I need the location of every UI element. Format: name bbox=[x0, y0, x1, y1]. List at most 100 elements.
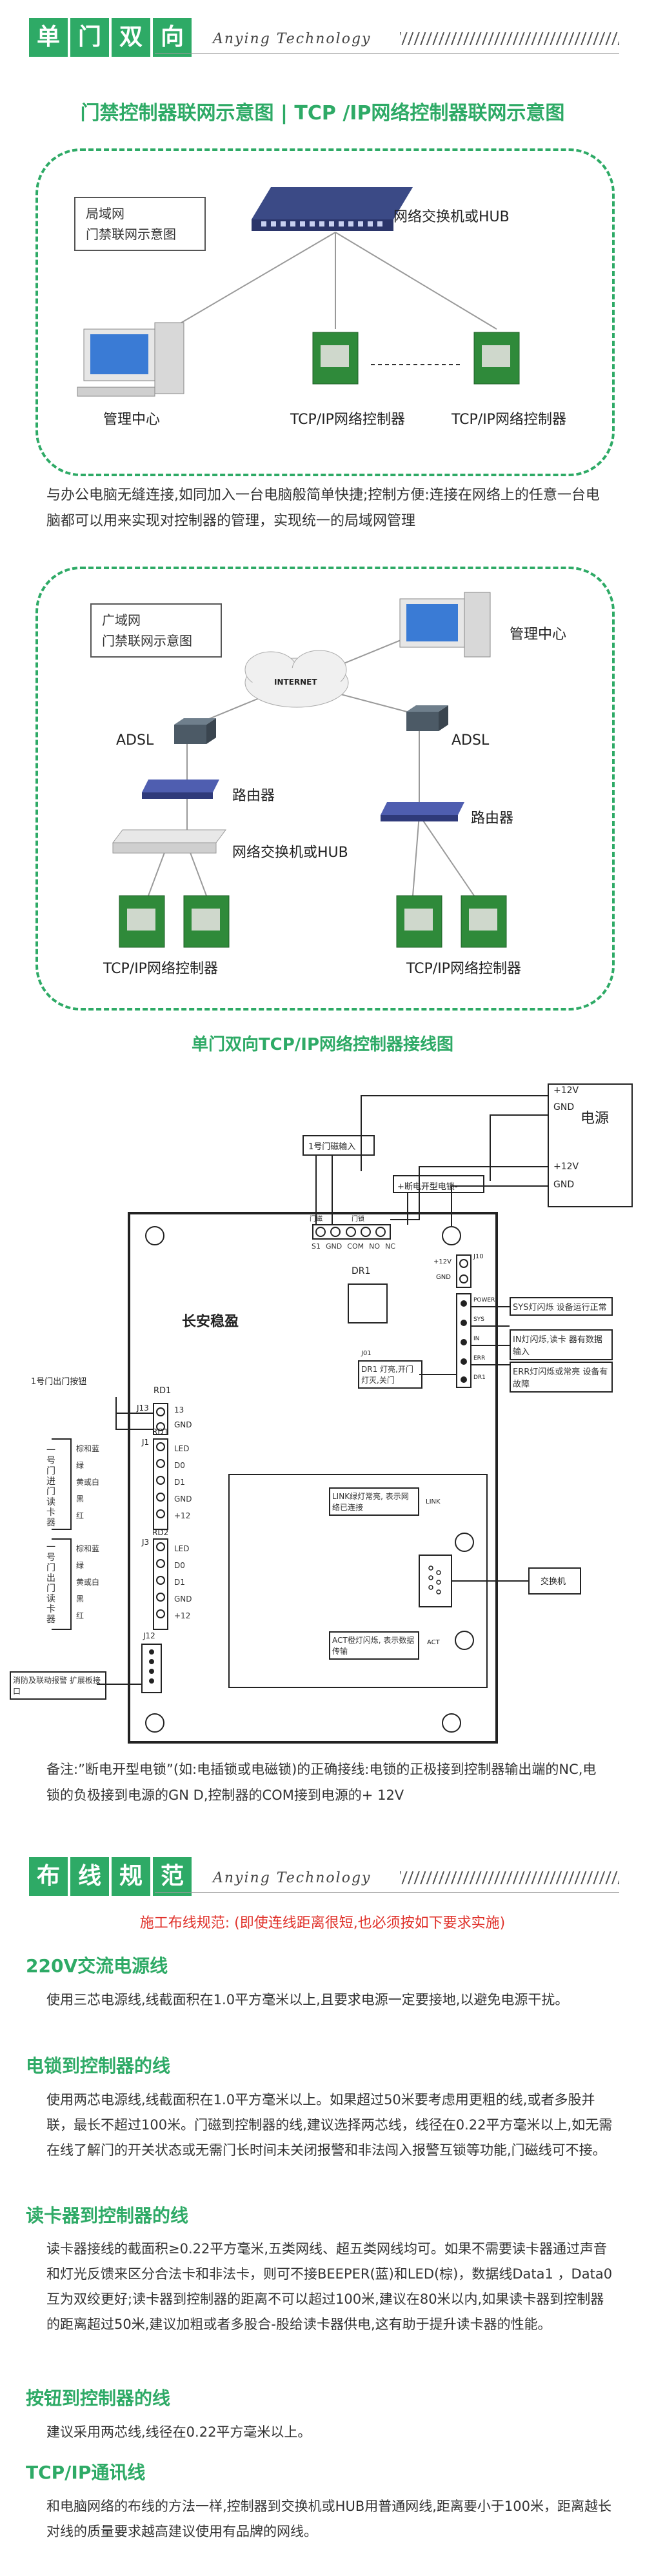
j1-label: J1 bbox=[142, 1438, 150, 1447]
controller-board-icon bbox=[312, 332, 359, 385]
rd1-label: RD1 bbox=[154, 1386, 172, 1396]
brand-text: Anying Technology bbox=[213, 31, 372, 47]
tag-char: 布 bbox=[29, 1857, 68, 1896]
rd1-label: RD1 bbox=[152, 1427, 169, 1436]
switch-box-label: 交换机 bbox=[541, 1577, 566, 1587]
construction-note: 施工布线规范: (即使连线距离很短,也必须按如下要求实施) bbox=[139, 1915, 506, 1931]
tag-char: 门 bbox=[70, 18, 109, 57]
tag-char: 双 bbox=[112, 18, 150, 57]
wire-color: 红 bbox=[76, 1611, 84, 1620]
sys-note: SYS灯闪烁 设备运行正常 bbox=[510, 1297, 613, 1316]
rule-title: 220V交流电源线 bbox=[26, 1955, 168, 1977]
fire-note: 消防及联动报警 扩展板接口 bbox=[10, 1671, 106, 1700]
door-sensor-label: 1号门磁输入 bbox=[308, 1142, 356, 1152]
controller-board-icon bbox=[461, 895, 507, 948]
controller-board-icon bbox=[119, 895, 165, 948]
pin: GND bbox=[174, 1494, 192, 1504]
controller-label: TCP/IP网络控制器 bbox=[290, 412, 405, 428]
terminal-label: COM bbox=[347, 1242, 364, 1251]
pwr-pin-label: GND bbox=[436, 1274, 451, 1281]
rule-text: 使用两芯电源线,线截面积在1.0平方毫米以上。如果超过50米要考虑用更粗的线,或… bbox=[46, 2092, 613, 2158]
wan-label-box: 广域网 门禁联网示意图 bbox=[90, 603, 222, 658]
wan-ctrl-left-label: TCP/IP网络控制器 bbox=[103, 961, 218, 977]
terminal-labels: S1 GND COM NO NC bbox=[312, 1242, 395, 1251]
act-note: ACT橙灯闪烁, 表示数据传输 bbox=[329, 1631, 419, 1660]
reader2-side-label: 一号门出门读卡器 bbox=[46, 1542, 55, 1625]
j3-label: J3 bbox=[142, 1538, 150, 1547]
section-header-2: 布 线 规 范 Anying Technology bbox=[0, 1839, 645, 1910]
terminal-label: S1 bbox=[312, 1242, 321, 1251]
switch-label: 网络交换机或HUB bbox=[393, 209, 510, 225]
err-note: ERR灯闪烁或常亮 设备有故障 bbox=[510, 1362, 613, 1393]
wire-color: 红 bbox=[76, 1511, 84, 1520]
wiring-remark: 备注:”断电开型电锁”(如:电插锁或电磁锁)的正确接线:电锁的正极接到控制器输出… bbox=[46, 1762, 597, 1803]
terminal-label: NC bbox=[385, 1242, 395, 1251]
pins-2: LED D0 D1 GND +12 bbox=[174, 1540, 192, 1624]
power-gnd: GND bbox=[553, 1102, 575, 1112]
led-label: DR1 bbox=[473, 1374, 486, 1381]
pin: D0 bbox=[174, 1561, 185, 1570]
tag-char: 线 bbox=[70, 1857, 109, 1896]
j13-pin: GND bbox=[174, 1420, 192, 1429]
wan-ctrl-right-label: TCP/IP网络控制器 bbox=[406, 961, 521, 977]
lan-description: 与办公电脑无缝连接,如同加入一台电脑般简单快捷;控制方便:连接在网络上的任意一台… bbox=[46, 487, 600, 529]
j12-label: J12 bbox=[143, 1631, 155, 1640]
divider bbox=[155, 1892, 619, 1893]
lan-label-line2: 门禁联网示意图 bbox=[86, 226, 176, 242]
adsl-right-label: ADSL bbox=[452, 732, 490, 749]
dr1-note: DR1 灯亮,开门 灯灭,关门 bbox=[358, 1360, 422, 1389]
pc-label: 管理中心 bbox=[103, 412, 161, 428]
rule-text: 使用三芯电源线,线截面积在1.0平方毫米以上,且要求电源一定要接地,以避免电源干… bbox=[46, 1992, 569, 2007]
wan-switch-label: 网络交换机或HUB bbox=[232, 845, 348, 861]
terminal-label: GND bbox=[326, 1242, 342, 1251]
j13-label: J13 bbox=[137, 1404, 149, 1413]
switch-icon bbox=[112, 829, 226, 854]
j10-label: J10 bbox=[473, 1253, 484, 1260]
router-left-label: 路由器 bbox=[232, 788, 275, 804]
wire-color: 绿 bbox=[76, 1561, 84, 1570]
hatch-decoration bbox=[400, 32, 619, 45]
pin: LED bbox=[174, 1444, 190, 1453]
pin: +12 bbox=[174, 1611, 191, 1620]
power-12v: +12V bbox=[553, 1085, 579, 1096]
computer-icon bbox=[77, 322, 184, 397]
divider bbox=[155, 53, 619, 54]
j01-label: J01 bbox=[361, 1350, 372, 1357]
brand-text: Anying Technology bbox=[213, 1870, 372, 1886]
power-gnd: GND bbox=[553, 1180, 575, 1190]
wan-lines bbox=[112, 592, 507, 948]
terminal-group-label: 门磁 bbox=[310, 1216, 322, 1223]
lan-diagram bbox=[35, 148, 615, 476]
wan-label-line1: 广域网 bbox=[102, 612, 141, 628]
rule-title: 读卡器到控制器的线 bbox=[26, 2205, 189, 2226]
reader1-side-label: 一号门进门读卡器 bbox=[46, 1445, 55, 1528]
wire-color: 黄或白 bbox=[76, 1478, 100, 1487]
internet-cloud-icon bbox=[244, 650, 349, 708]
router-right-label: 路由器 bbox=[471, 810, 514, 827]
link-note: LINK绿灯常亮, 表示网络已连接 bbox=[329, 1487, 419, 1516]
pins-1: LED D0 D1 GND +12 bbox=[174, 1440, 192, 1524]
lan-label-line1: 局域网 bbox=[86, 206, 124, 221]
section-tag: 单 门 双 向 bbox=[29, 18, 192, 57]
rd2-label: RD2 bbox=[152, 1528, 169, 1537]
rule-title: 按钮到控制器的线 bbox=[26, 2388, 171, 2409]
pin: GND bbox=[174, 1595, 192, 1604]
router-icon bbox=[381, 802, 464, 821]
adsl-left-label: ADSL bbox=[116, 732, 154, 749]
wiring-diagram bbox=[52, 1083, 633, 1744]
internet-label: INTERNET bbox=[274, 678, 317, 687]
pin: D0 bbox=[174, 1461, 185, 1470]
section-header-1: 单 门 双 向 Anying Technology bbox=[0, 0, 645, 71]
exit-button-label: 1号门出门按钮 bbox=[31, 1377, 87, 1387]
wan-pc-label: 管理中心 bbox=[510, 627, 567, 643]
controller-board-icon bbox=[183, 895, 230, 948]
page-title: 门禁控制器联网示意图 | TCP /IP网络控制器联网示意图 bbox=[80, 102, 565, 125]
wire-color: 绿 bbox=[76, 1461, 84, 1470]
tag-char: 范 bbox=[153, 1857, 192, 1896]
in-note: IN灯闪烁,读卡 器有数据输入 bbox=[510, 1329, 613, 1360]
wire-colors-1: 棕和蓝 绿 黄或白 黑 红 bbox=[76, 1440, 99, 1524]
lock-label: +断电开型电锁- bbox=[397, 1182, 458, 1192]
pwr-pin-label: +12V bbox=[433, 1258, 452, 1265]
led-label: SYS bbox=[473, 1316, 484, 1323]
power-12v: +12V bbox=[553, 1162, 579, 1172]
